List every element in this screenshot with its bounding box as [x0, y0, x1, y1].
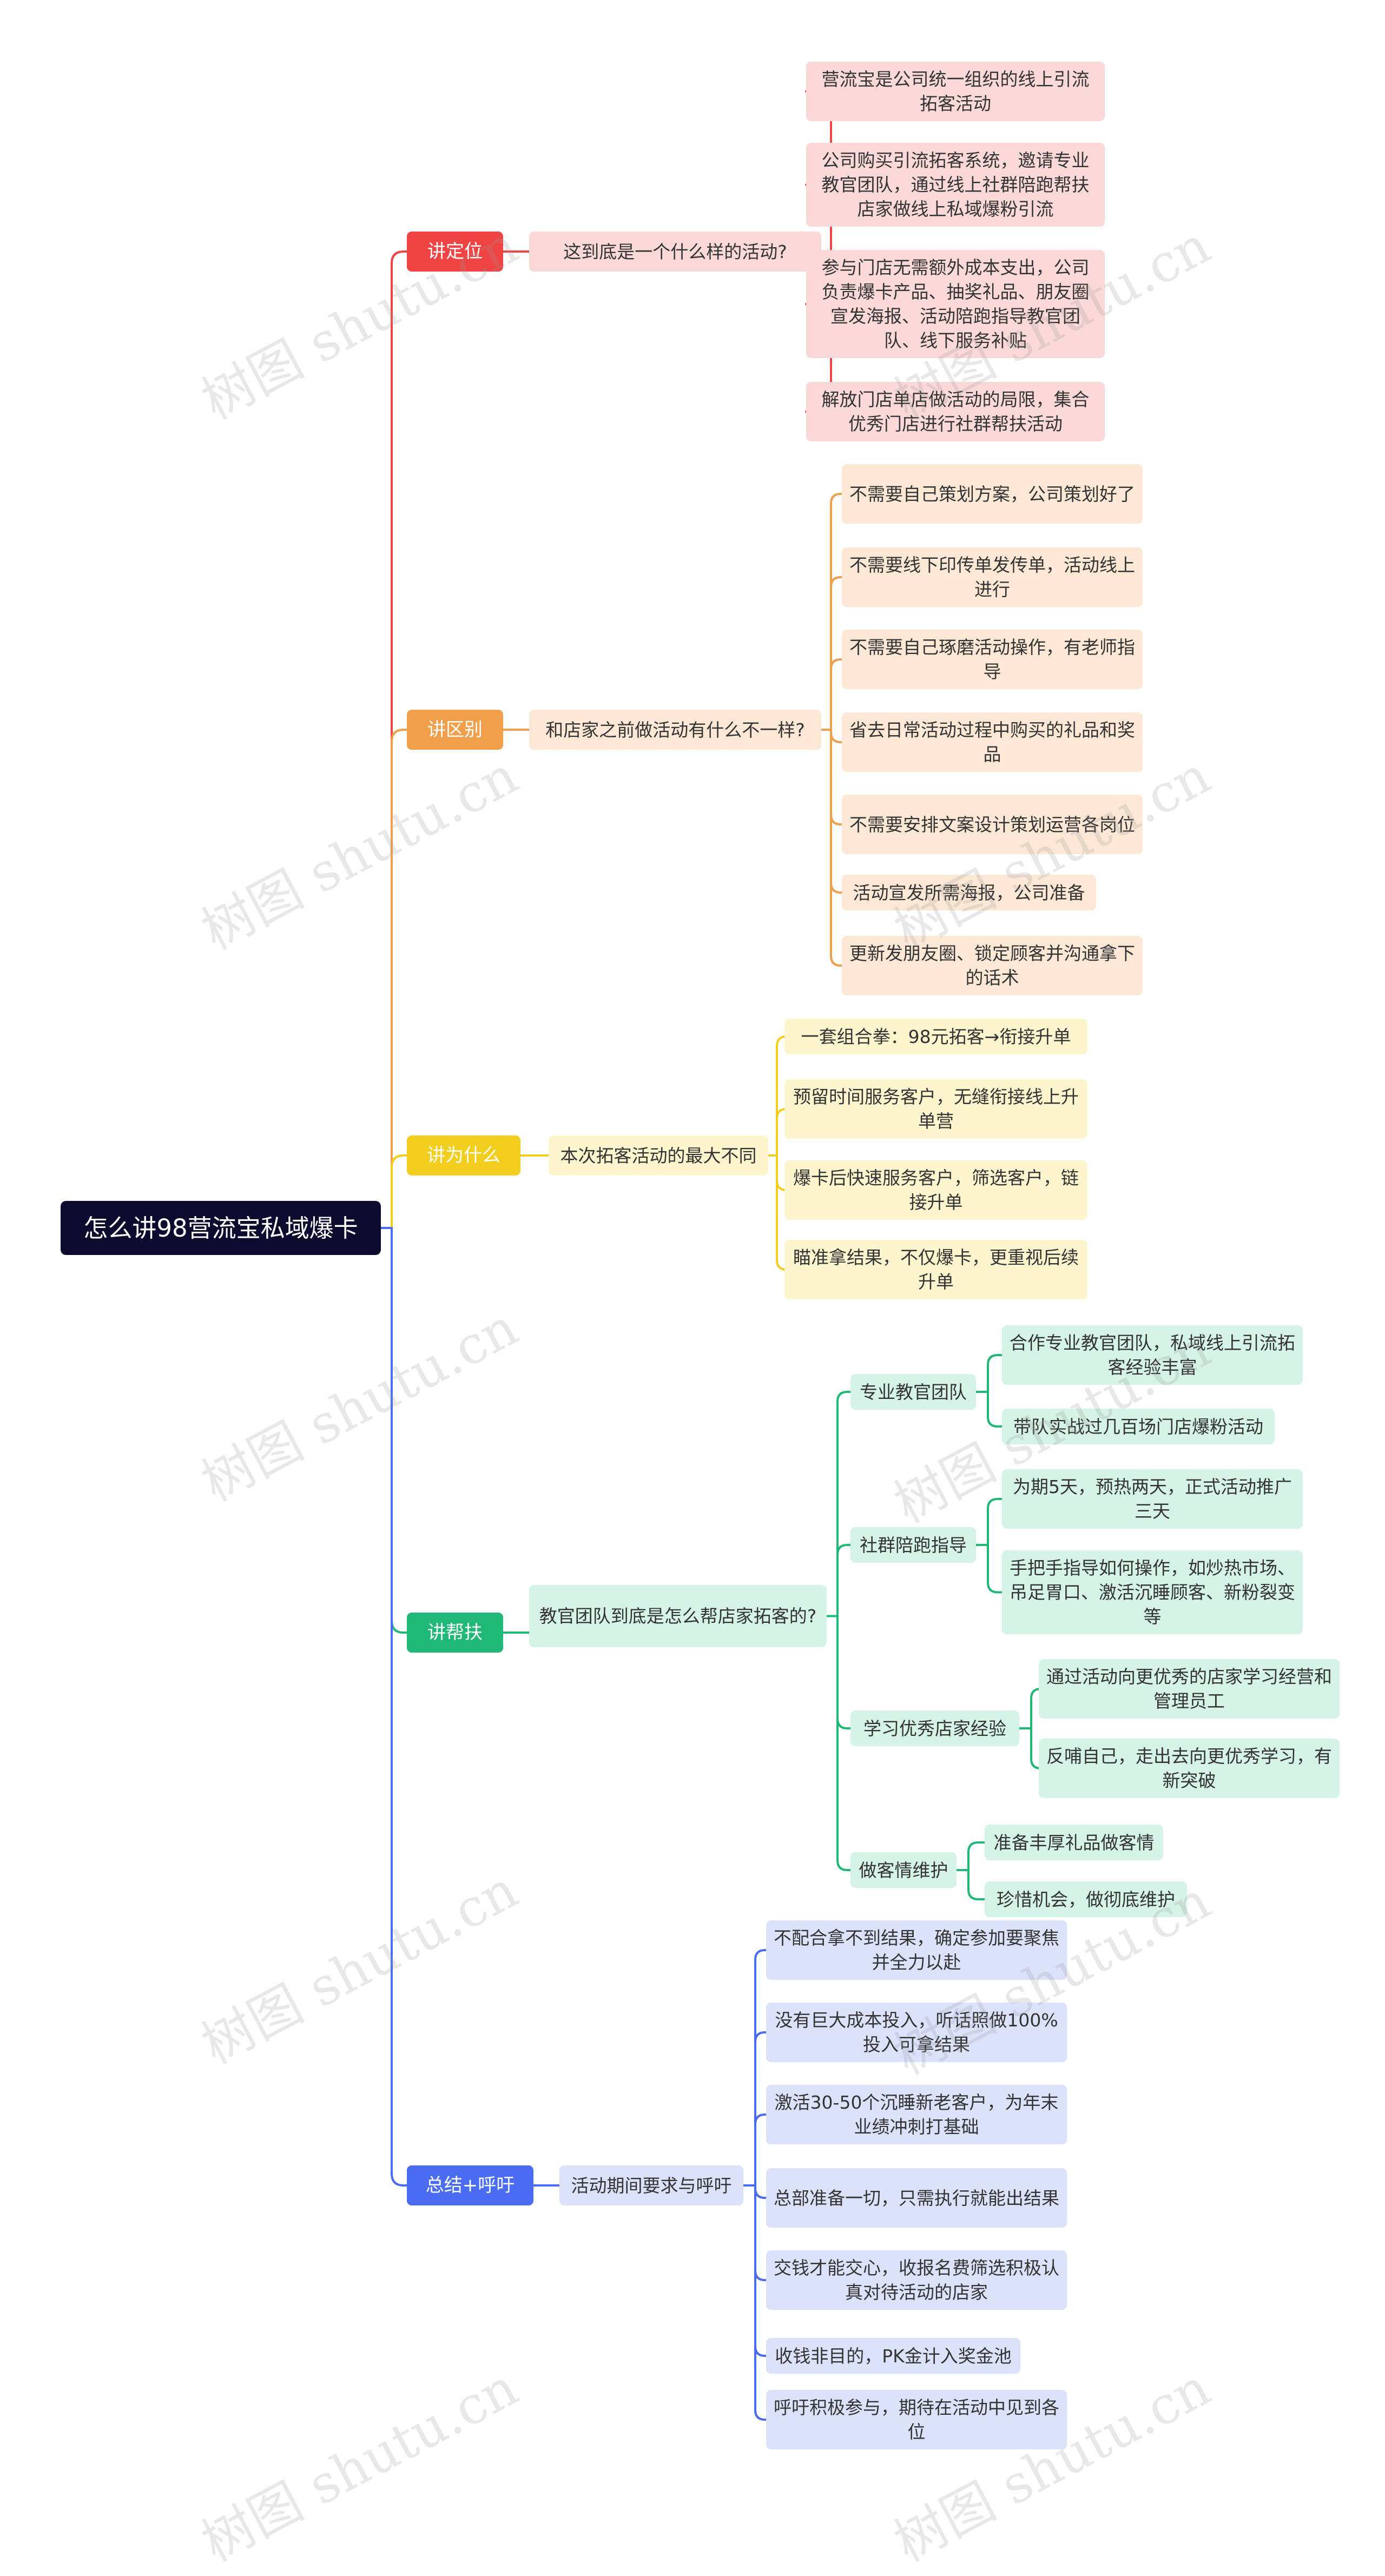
- branch-3-link-1: [836, 1544, 852, 1617]
- group-leaf-0-1[interactable]: 带队实战过几百场门店爆粉活动: [1002, 1409, 1275, 1444]
- leaf-0-0[interactable]: 营流宝是公司统一组织的线上引流拓客活动: [806, 62, 1105, 121]
- leaf-2-3[interactable]: 瞄准拿结果，不仅爆卡，更重视后续升单: [784, 1240, 1087, 1299]
- branch-4-link-0: [754, 1949, 767, 2187]
- leaf-1-6[interactable]: 更新发朋友圈、锁定顾客并沟通拿下的话术: [842, 936, 1143, 995]
- leaf-1-1[interactable]: 不需要线下印传单发传单，活动线上进行: [842, 547, 1143, 607]
- branch-3-link-3: [836, 1615, 852, 1871]
- leaf-0-3[interactable]: 解放门店单店做活动的局限，集合优秀门店进行社群帮扶活动: [806, 382, 1105, 441]
- group-leaf-0-0[interactable]: 合作专业教官团队，私域线上引流拓客经验丰富: [1002, 1325, 1303, 1385]
- group-0-link-1: [987, 1391, 1003, 1428]
- group-leaf-3-0[interactable]: 准备丰厚礼品做客情: [985, 1825, 1163, 1860]
- branch-1-link-5: [830, 729, 843, 894]
- branch-4-link-1: [754, 2031, 767, 2187]
- summary-leaf-1[interactable]: 没有巨大成本投入，听话照做100%投入可拿结果: [766, 2003, 1067, 2062]
- group-3-link-0: [967, 1841, 986, 1871]
- branch-4-link-3: [754, 2184, 767, 2199]
- branch-4-link-5: [754, 2184, 767, 2357]
- branch-4-link-4: [754, 2184, 767, 2281]
- group-3[interactable]: 做客情维护: [850, 1852, 957, 1888]
- branch-1[interactable]: 讲区别: [407, 710, 503, 750]
- leaf-1-2[interactable]: 不需要自己琢磨活动操作，有老师指导: [842, 630, 1143, 689]
- branch-1-link-4: [830, 729, 843, 825]
- root-link-3: [391, 1227, 408, 1634]
- subtopic-3[interactable]: 教官团队到底是怎么帮店家拓客的?: [529, 1585, 827, 1647]
- leaf-1-5[interactable]: 活动宣发所需海报，公司准备: [842, 875, 1096, 910]
- leaf-2-0[interactable]: 一套组合拳：98元拓客→衔接升单: [784, 1019, 1087, 1054]
- branch-1-link-3: [830, 729, 843, 743]
- branch-3[interactable]: 讲帮扶: [407, 1613, 503, 1653]
- mind-map: 怎么讲98营流宝私域爆卡 讲定位这到底是一个什么样的活动? 营流宝是公司统一组织的线…: [61, 62, 1340, 2573]
- leaf-1-3[interactable]: 省去日常活动过程中购买的礼品和奖品: [842, 712, 1143, 772]
- root-link-1: [391, 729, 408, 1229]
- summary-leaf-2[interactable]: 激活30-50个沉睡新老客户，为年末业绩冲刺打基础: [766, 2085, 1067, 2144]
- group-1-link-1: [987, 1544, 1003, 1594]
- summary-leaf-3[interactable]: 总部准备一切，只需执行就能出结果: [766, 2168, 1067, 2228]
- root-link-2: [391, 1154, 408, 1229]
- group-leaf-1-0[interactable]: 为期5天，预热两天，正式活动推广三天: [1002, 1469, 1303, 1529]
- leaf-2-2[interactable]: 爆卡后快速服务客户，筛选客户，链接升单: [784, 1160, 1087, 1220]
- subtopic-1[interactable]: 和店家之前做活动有什么不一样?: [529, 710, 821, 750]
- leaf-0-1[interactable]: 公司购买引流拓客系统，邀请专业教官团队，通过线上社群陪跑帮扶店家做线上私域爆粉引…: [806, 143, 1105, 227]
- group-2[interactable]: 学习优秀店家经验: [850, 1710, 1019, 1746]
- root-link-0: [391, 250, 408, 1229]
- leaf-0-2[interactable]: 参与门店无需额外成本支出，公司负责爆卡产品、抽奖礼品、朋友圈宣发海报、活动陪跑指…: [806, 250, 1105, 358]
- group-0[interactable]: 专业教官团队: [850, 1374, 976, 1410]
- branch-1-link-2: [830, 658, 843, 731]
- subtopic-4[interactable]: 活动期间要求与呼吁: [559, 2165, 743, 2205]
- subtopic-2[interactable]: 本次拓客活动的最大不同: [549, 1135, 768, 1175]
- group-leaf-3-1[interactable]: 珍惜机会，做彻底维护: [985, 1881, 1187, 1917]
- branch-1-link-0: [830, 493, 843, 731]
- summary-leaf-4[interactable]: 交钱才能交心，收报名费筛选积极认真对待活动的店家: [766, 2250, 1067, 2310]
- root-topic[interactable]: 怎么讲98营流宝私域爆卡: [61, 1201, 381, 1255]
- group-leaf-2-0[interactable]: 通过活动向更优秀的店家学习经营和管理员工: [1039, 1659, 1340, 1719]
- summary-leaf-0[interactable]: 不配合拿不到结果，确定参加要聚焦并全力以赴: [766, 1920, 1067, 1980]
- root-link-4: [391, 1227, 408, 2187]
- group-leaf-2-1[interactable]: 反哺自己，走出去向更优秀学习，有新突破: [1039, 1739, 1340, 1798]
- group-0-link-0: [987, 1354, 1003, 1393]
- branch-4-link-6: [754, 2184, 767, 2421]
- branch-1-link-1: [830, 576, 843, 731]
- branch-4[interactable]: 总结+呼吁: [407, 2165, 533, 2205]
- group-1[interactable]: 社群陪跑指导: [850, 1527, 976, 1563]
- summary-leaf-5[interactable]: 收钱非目的，PK金计入奖金池: [766, 2338, 1020, 2374]
- leaf-1-0[interactable]: 不需要自己策划方案，公司策划好了: [842, 464, 1143, 524]
- branch-0[interactable]: 讲定位: [407, 232, 503, 272]
- group-1-link-0: [987, 1498, 1003, 1546]
- branch-3-link-0: [836, 1391, 852, 1617]
- branch-2[interactable]: 讲为什么: [407, 1135, 520, 1175]
- leaf-2-1[interactable]: 预留时间服务客户，无缝衔接线上升单营: [784, 1079, 1087, 1139]
- summary-leaf-6[interactable]: 呼吁积极参与，期待在活动中见到各位: [766, 2390, 1067, 2449]
- branch-1-link-6: [830, 729, 843, 967]
- leaf-1-4[interactable]: 不需要安排文案设计策划运营各岗位: [842, 795, 1143, 854]
- branch-4-link-2: [754, 2113, 767, 2187]
- branch-3-link-2: [836, 1615, 852, 1729]
- subtopic-0[interactable]: 这到底是一个什么样的活动?: [529, 232, 821, 272]
- group-3-link-1: [967, 1869, 986, 1900]
- group-leaf-1-1[interactable]: 手把手指导如何操作，如炒热市场、吊足胃口、激活沉睡顾客、新粉裂变等: [1002, 1550, 1303, 1634]
